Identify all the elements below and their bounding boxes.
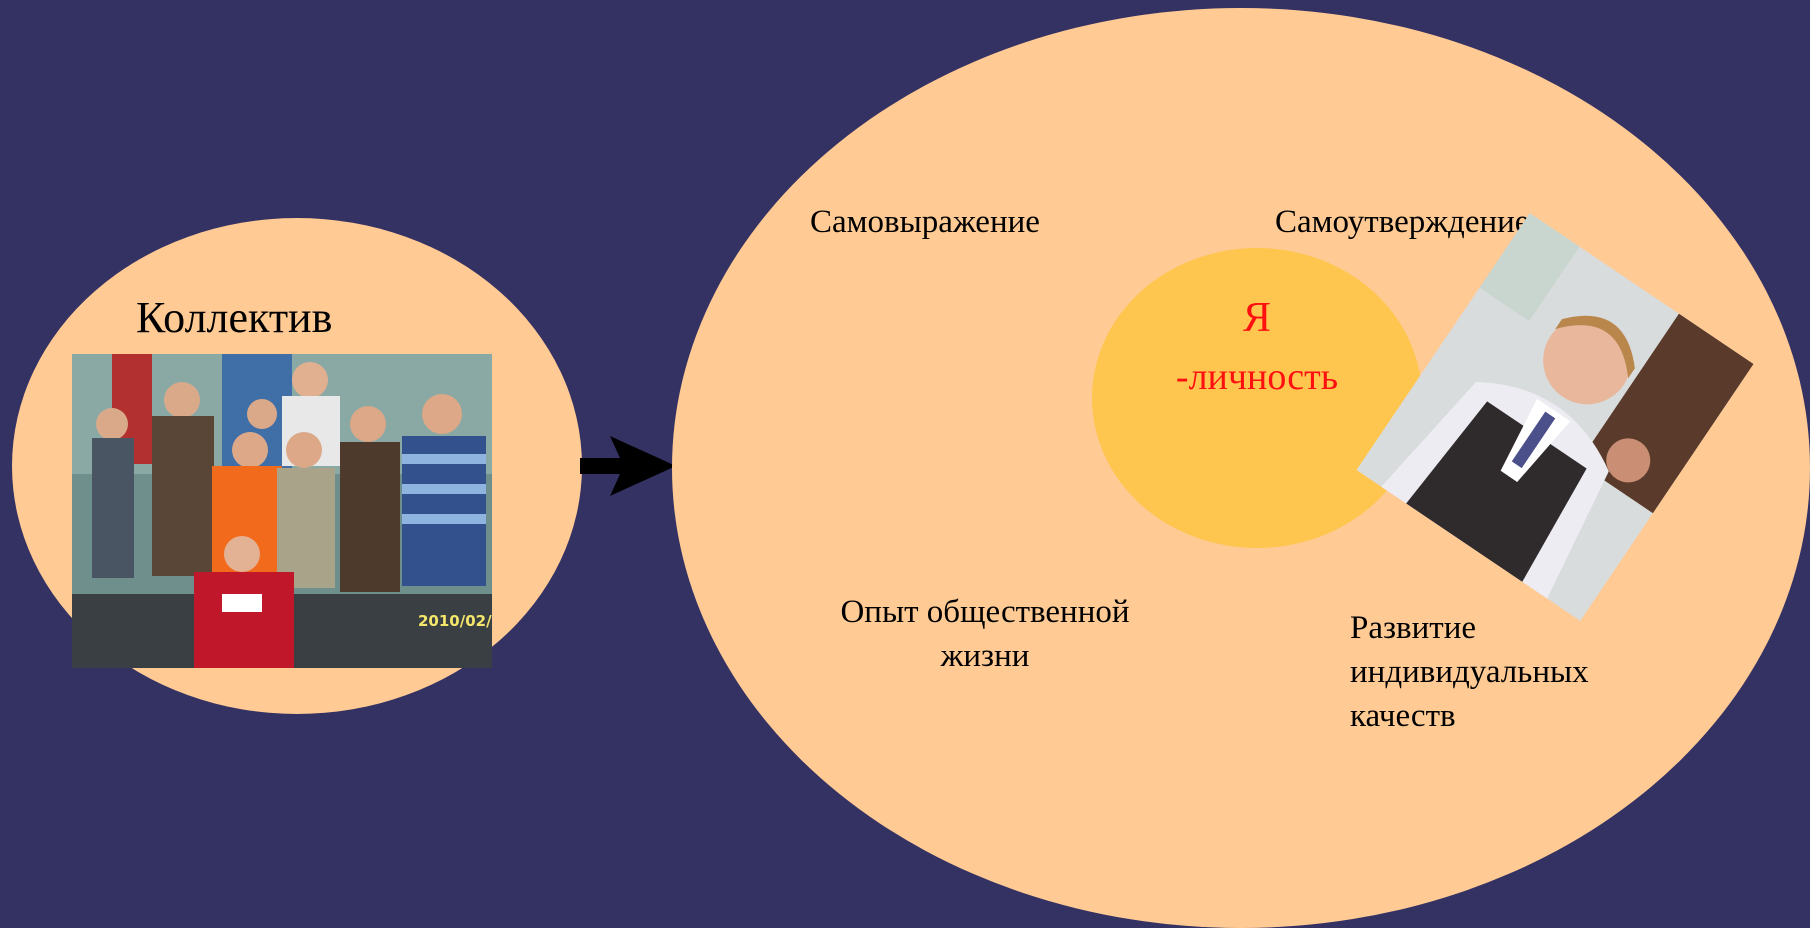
boy-photo-illustration (1356, 213, 1754, 621)
self-label: Я (1242, 295, 1271, 341)
self-expression-label: Самовыражение (810, 204, 1040, 240)
social-experience-label: Опыт общественной жизни (840, 594, 1130, 674)
collective-title: Коллектив (136, 293, 333, 342)
self-assertion-label: Самоутверждение (1275, 204, 1530, 240)
right-arrow-icon (580, 436, 676, 496)
individual-development-label: Развитие индивидуальных качеств (1350, 610, 1589, 734)
self-ellipse (1092, 248, 1422, 548)
personality-label: -личность (1175, 356, 1339, 398)
group-photo: 2010/02/ (72, 354, 492, 668)
photo-date-stamp: 2010/02/ (418, 612, 492, 630)
boy-photo (1356, 213, 1754, 621)
group-photo-illustration (72, 354, 492, 668)
